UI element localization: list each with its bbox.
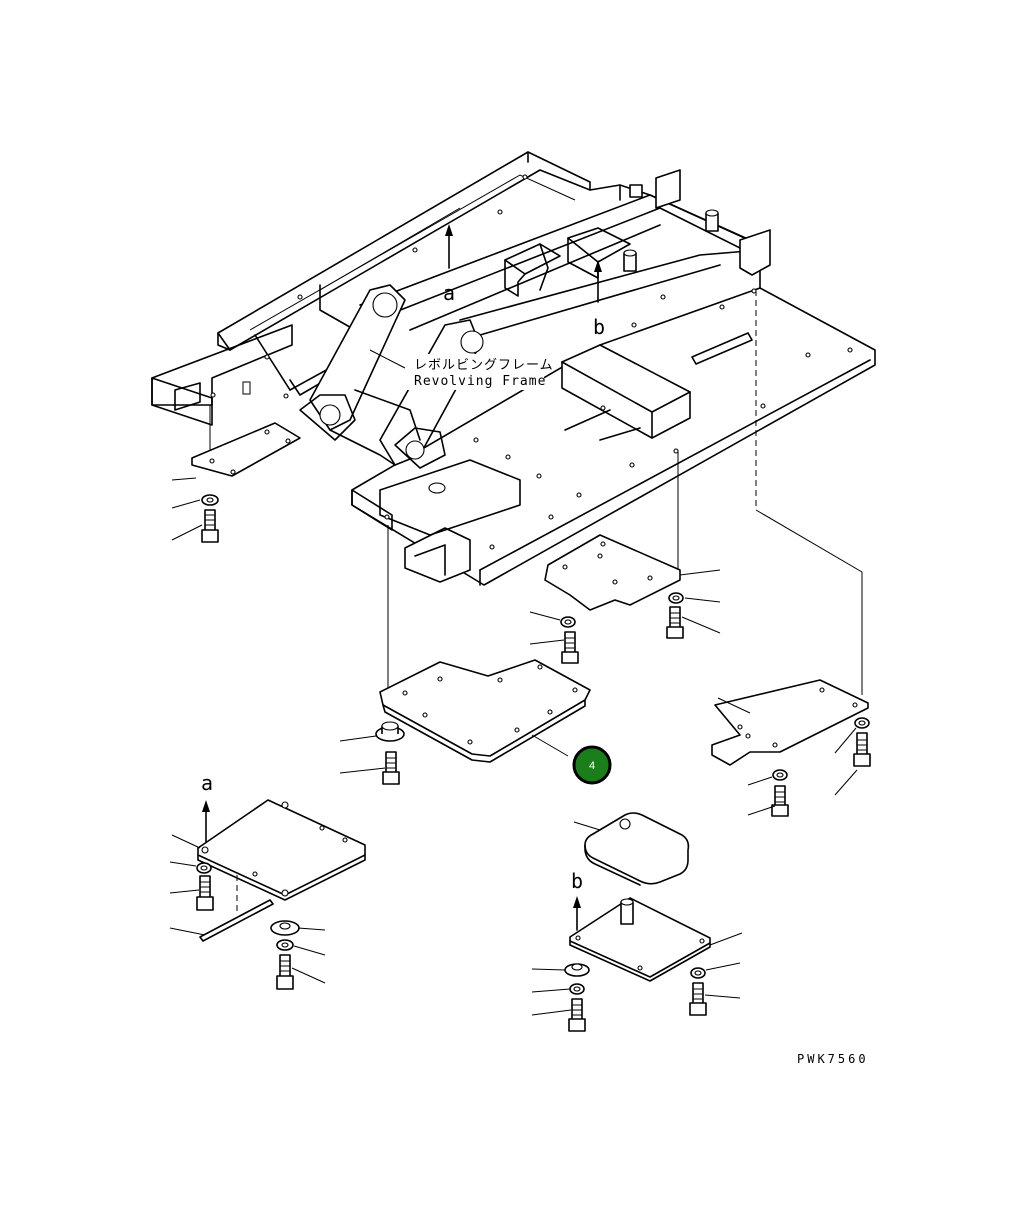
frame-holes	[210, 174, 853, 550]
bolt-1	[171, 509, 219, 543]
view-arrow-b-top	[594, 260, 602, 303]
washer-10	[690, 962, 741, 979]
cover-plate-center	[379, 659, 591, 763]
view-a-plate	[171, 799, 366, 901]
revolving-frame	[151, 151, 876, 586]
cover-plate-rear-left	[171, 422, 301, 481]
view-arrow-a-bottom	[202, 800, 210, 843]
frame-label-bg	[406, 354, 544, 390]
view-marker-b-top: b	[593, 315, 605, 339]
view-arrow-b-bottom	[573, 896, 581, 931]
washer-2	[529, 611, 576, 628]
view-marker-a-top: a	[443, 281, 455, 305]
bolt-5	[834, 732, 871, 796]
washer-1	[171, 494, 219, 509]
spacer-collar	[339, 721, 405, 742]
bolt-4	[339, 751, 400, 785]
bolt-10	[689, 982, 741, 1016]
bolt-7	[169, 875, 214, 911]
bolt-3	[666, 606, 721, 639]
view-marker-a-bottom: a	[201, 771, 213, 795]
bolt-6	[747, 785, 789, 817]
drawing-ref-code: PWK7560	[797, 1052, 869, 1066]
bolt-8	[276, 954, 326, 990]
frame-label-jp: レボルビングフレーム	[414, 358, 554, 373]
washer-6	[747, 769, 788, 786]
view-arrow-a-top	[445, 224, 453, 269]
cover-pad	[573, 812, 690, 886]
washer-9	[531, 983, 585, 995]
view-marker-b-bottom: b	[571, 869, 583, 893]
spacer-washer-large	[270, 920, 326, 936]
callout-4[interactable]: 4	[572, 745, 612, 785]
bolt-2	[529, 631, 579, 664]
spacer-collar-2	[531, 963, 590, 977]
view-b-plate	[569, 897, 743, 982]
rod-strip	[169, 899, 274, 942]
bolt-9	[531, 998, 586, 1032]
frame-label-leader	[369, 349, 406, 369]
washer-8	[276, 939, 326, 956]
washer-5	[834, 717, 870, 754]
callout-4-number[interactable]: 4	[589, 760, 595, 772]
cover-plate-right	[711, 679, 869, 766]
washer-3	[668, 592, 721, 604]
callout-4-marker[interactable]	[572, 745, 612, 785]
frame-label-en: Revolving Frame	[414, 374, 546, 389]
washer-7	[169, 861, 212, 874]
cover-plate-right-center	[544, 534, 721, 611]
